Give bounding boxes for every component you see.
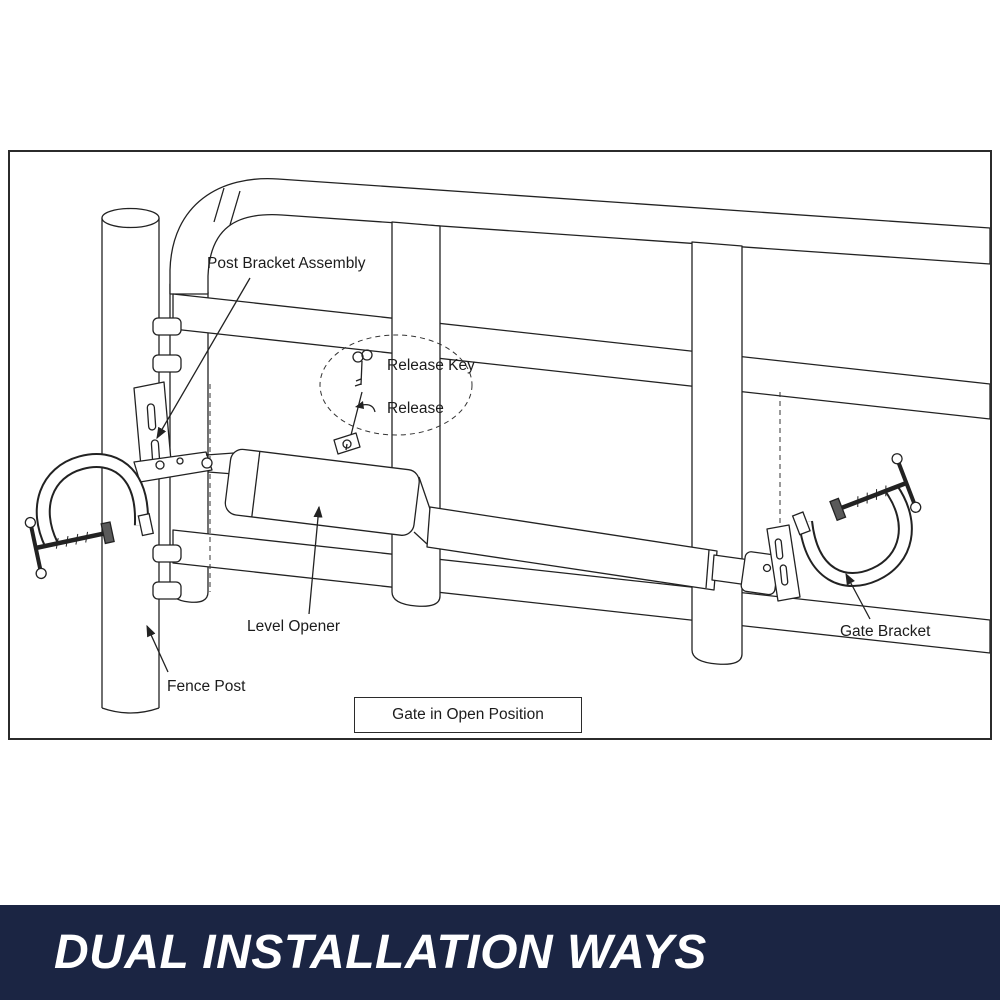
release-arrow-icon <box>355 401 376 413</box>
level-opener-drawing <box>224 432 780 596</box>
release-callout-ellipse <box>319 334 473 436</box>
label-post-bracket-assembly: Post Bracket Assembly <box>207 255 366 272</box>
leader-arrows <box>146 277 871 673</box>
bottom-banner: DUAL INSTALLATION WAYS <box>0 905 1000 1000</box>
caption-gate-open-position: Gate in Open Position <box>354 697 582 733</box>
label-gate-bracket: Gate Bracket <box>840 623 931 640</box>
post-bracket-assembly-drawing <box>133 381 235 483</box>
label-release: Release <box>387 400 444 417</box>
release-key-icon <box>352 349 373 387</box>
label-release-key: Release Key <box>387 357 475 374</box>
release-pointer-line <box>350 391 363 436</box>
label-fence-post: Fence Post <box>167 678 246 695</box>
caption-text: Gate in Open Position <box>392 706 544 723</box>
gate-bracket-drawing <box>766 524 801 602</box>
gate-opener-line-art <box>10 177 990 714</box>
banner-title: DUAL INSTALLATION WAYS <box>54 926 707 979</box>
label-level-opener: Level Opener <box>247 618 341 635</box>
diagram-frame: Post Bracket Assembly Release Key Releas… <box>8 150 992 740</box>
right-clamp-drawing <box>785 452 938 594</box>
gate-frame-drawing <box>169 177 990 665</box>
